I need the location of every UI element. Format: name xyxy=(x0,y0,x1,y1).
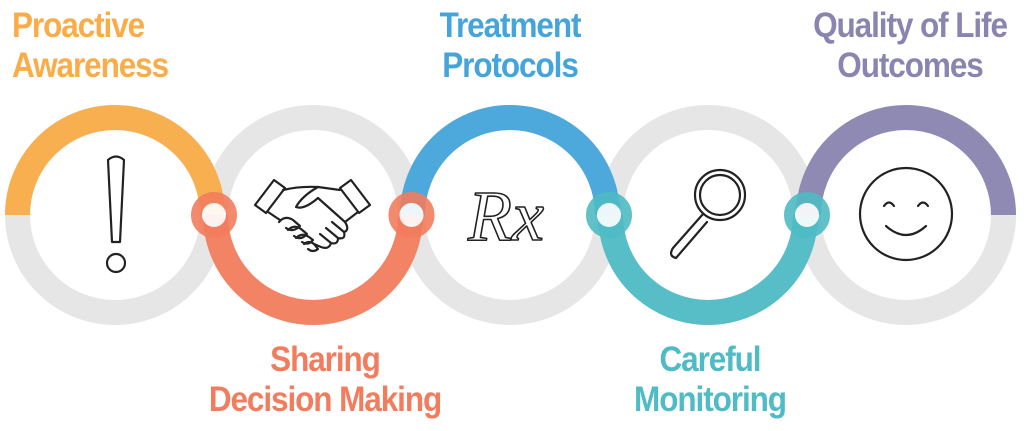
arc-4 xyxy=(598,214,818,325)
connector-2 xyxy=(388,192,435,238)
step-4-title: Careful Monitoring xyxy=(602,340,818,420)
smiley-icon xyxy=(858,166,954,262)
step-3-title: Treatment Protocols xyxy=(420,6,600,86)
step-2-title-line1: Sharing xyxy=(270,340,381,379)
step-5-title-line2: Outcomes xyxy=(837,46,983,85)
step-1-title-line2: Awareness xyxy=(12,46,169,85)
step-3-title-line1: Treatment xyxy=(439,6,582,45)
arc-3 xyxy=(400,105,620,216)
step-2-title: Sharing Decision Making xyxy=(186,340,465,420)
connector-1 xyxy=(191,192,237,238)
connector-4 xyxy=(784,192,830,238)
rx-icon: Rx xyxy=(466,175,545,257)
step-1-title-line1: Proactive xyxy=(12,6,145,45)
step-5-title-line1: Quality of Life xyxy=(813,6,1008,45)
exclamation-icon xyxy=(105,155,127,274)
magnifier-icon xyxy=(669,168,747,260)
arc-2 xyxy=(203,214,423,325)
step-3-title-line2: Protocols xyxy=(442,46,579,85)
step-5-title: Quality of Life Outcomes xyxy=(798,6,1023,86)
step-1-title: Proactive Awareness xyxy=(12,6,169,86)
step-4-title-line1: Careful xyxy=(659,340,762,379)
arc-1 xyxy=(5,105,225,216)
step-2-title-line2: Decision Making xyxy=(208,380,442,419)
handshake-icon xyxy=(253,178,372,253)
step-4-title-line2: Monitoring xyxy=(634,380,787,419)
arc-5 xyxy=(796,105,1016,216)
connector-3 xyxy=(586,192,632,238)
rx-text: Rx xyxy=(467,176,544,256)
